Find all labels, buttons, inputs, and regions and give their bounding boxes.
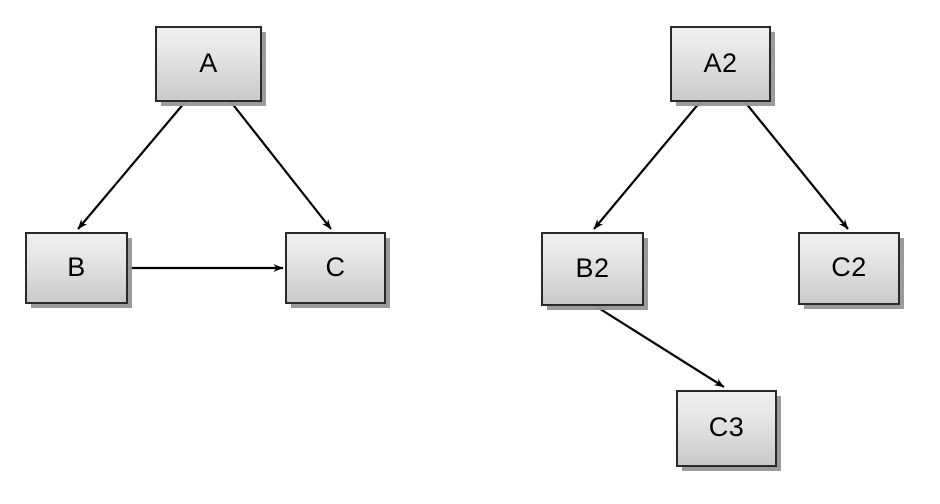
edge-b2-to-c3	[596, 306, 725, 388]
node-label-b2: B2	[575, 252, 610, 283]
node-c2[interactable]: C2	[798, 232, 900, 305]
edge-a-to-b	[77, 101, 186, 230]
node-c3[interactable]: C3	[676, 390, 777, 467]
node-label-b: B	[67, 251, 86, 282]
node-b[interactable]: B	[25, 232, 128, 304]
node-label-c: C	[325, 251, 346, 282]
edge-a2-to-b2	[593, 101, 701, 230]
edge-a-to-c	[230, 101, 332, 230]
edges-group	[77, 101, 849, 388]
node-label-a2: A2	[703, 47, 738, 78]
edge-a2-to-c2	[744, 101, 849, 230]
node-label-c2: C2	[831, 252, 867, 282]
node-a2[interactable]: A2	[670, 26, 771, 102]
node-c[interactable]: C	[285, 232, 386, 304]
node-a[interactable]: A	[155, 26, 262, 102]
node-label-a: A	[199, 47, 218, 78]
node-label-c3: C3	[708, 412, 745, 442]
node-b2[interactable]: B2	[541, 232, 644, 306]
